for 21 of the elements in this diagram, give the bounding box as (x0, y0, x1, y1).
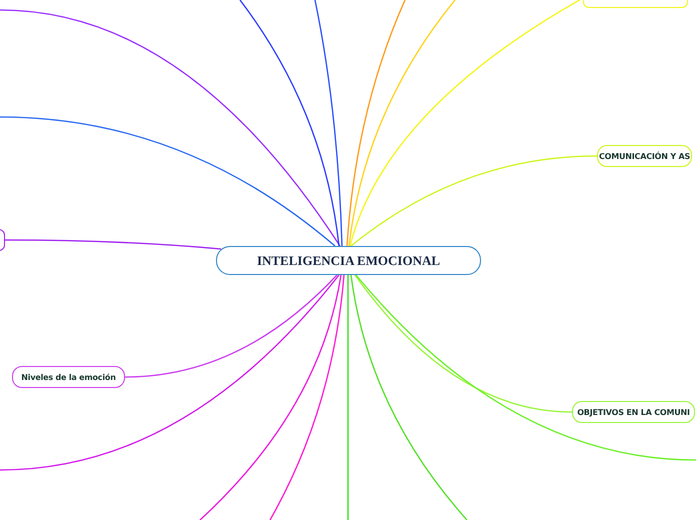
branch-line (5, 239, 222, 250)
branch-line (347, 275, 349, 520)
branch-line (346, 0, 406, 246)
branch-line (349, 0, 584, 246)
central-topic-box: INTELIGENCIA EMOCIONAL (216, 246, 481, 275)
branch-line (269, 274, 345, 520)
branch-line (350, 274, 468, 520)
branch-line (200, 274, 342, 520)
branch-line (314, 0, 343, 246)
branch-line (124, 274, 338, 378)
subtopic-box: COMUNICACIÓN Y AS (597, 145, 692, 167)
branch-line (356, 274, 696, 461)
branch-line (354, 274, 572, 413)
branch-line (0, 274, 340, 471)
branch-line (348, 0, 456, 246)
branch-line (239, 0, 340, 246)
subtopic-box: OBJETIVOS EN LA COMUNI (572, 401, 695, 423)
branch-line (0, 116, 336, 246)
subtopic-box: Niveles de la emoción (12, 366, 125, 388)
branch-line (350, 155, 598, 247)
branch-line (0, 9, 341, 246)
